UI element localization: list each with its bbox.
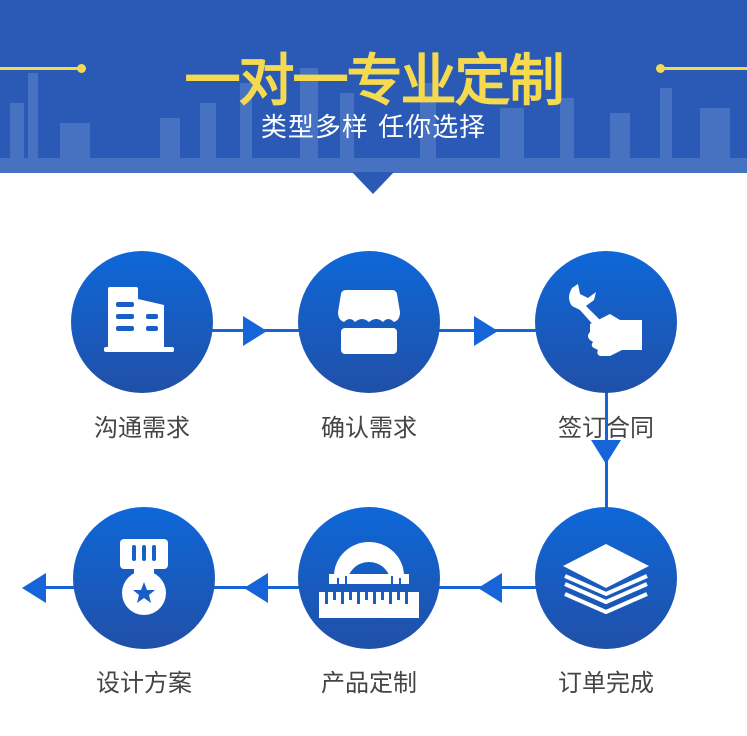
arrow-down-icon	[591, 440, 621, 464]
step-label: 确认需求	[321, 414, 417, 442]
step-label: 设计方案	[96, 669, 192, 697]
step-communicate	[71, 251, 213, 393]
header-banner: 一对一专业定制 类型多样 任你选择	[0, 0, 747, 173]
step-label: 沟通需求	[94, 414, 190, 442]
step-confirm	[298, 251, 440, 393]
step-contract	[535, 251, 677, 393]
shop-icon	[338, 290, 400, 354]
step-label: 订单完成	[558, 669, 654, 697]
arrow-left-icon	[478, 573, 502, 603]
layers-icon	[563, 544, 649, 614]
city-skyline-background	[0, 68, 747, 173]
page-title: 一对一专业定制	[184, 49, 565, 114]
decor-line-left	[0, 67, 80, 70]
step-design	[73, 507, 215, 649]
hand-wrench-icon	[569, 284, 642, 356]
step-complete	[535, 507, 677, 649]
step-customize	[298, 507, 440, 649]
step-label: 签订合同	[558, 414, 654, 442]
connector-6-end	[30, 586, 75, 589]
arrow-right-icon	[243, 316, 267, 346]
ruler-protractor-icon	[319, 542, 419, 618]
page-subtitle: 类型多样 任你选择	[260, 113, 487, 143]
decor-line-right	[662, 67, 747, 70]
decor-dot-left	[77, 64, 86, 73]
medal-icon	[120, 539, 168, 615]
decor-dot-right	[656, 64, 665, 73]
building-icon	[104, 287, 174, 352]
arrow-left-icon	[244, 573, 268, 603]
header-pointer	[352, 172, 394, 194]
arrow-right-icon	[474, 316, 498, 346]
step-label: 产品定制	[321, 669, 417, 697]
arrow-left-icon	[22, 573, 46, 603]
